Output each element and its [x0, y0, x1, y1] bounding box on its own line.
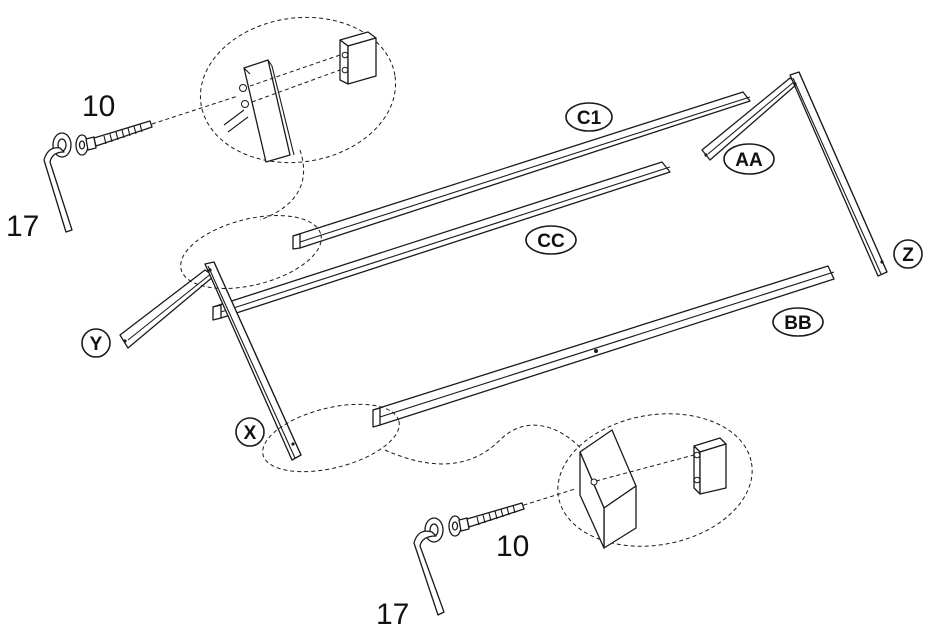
label-aa-text: AA [735, 150, 763, 171]
label-aa: AA [723, 143, 775, 175]
label-x: X [235, 417, 265, 447]
screw-bottom-label: 10 [496, 530, 529, 563]
allen-key-bottom [413, 530, 445, 616]
side-frame-right [701, 71, 888, 277]
washer-bottom [424, 517, 444, 543]
screw-top-label: 10 [82, 90, 115, 123]
label-bb: BB [772, 307, 824, 337]
detail-bottom [469, 413, 753, 549]
detail-connector-bottom [384, 424, 591, 465]
rail-bb [372, 265, 835, 428]
allen-key-top [43, 147, 73, 233]
detail-ring-x [262, 403, 400, 473]
label-cc: CC [525, 225, 577, 255]
screw-top [75, 95, 239, 156]
label-x-text: X [244, 423, 257, 444]
label-y: Y [81, 328, 111, 358]
label-cc-text: CC [537, 231, 565, 252]
rail-c1 [292, 91, 751, 250]
wrench-top-label: 17 [6, 210, 39, 243]
rail-cc [212, 161, 671, 321]
label-c1: C1 [565, 102, 613, 132]
label-y-text: Y [90, 334, 103, 355]
label-z: Z [893, 239, 923, 269]
label-c1-text: C1 [577, 108, 602, 129]
label-bb-text: BB [784, 313, 811, 334]
label-z-text: Z [902, 245, 914, 266]
wrench-bottom-label: 17 [376, 598, 409, 631]
screw-bottom [448, 502, 525, 537]
detail-connector-top [259, 149, 305, 221]
side-frame-left [119, 261, 302, 461]
detail-ring-left [180, 215, 322, 289]
detail-top [199, 16, 397, 164]
